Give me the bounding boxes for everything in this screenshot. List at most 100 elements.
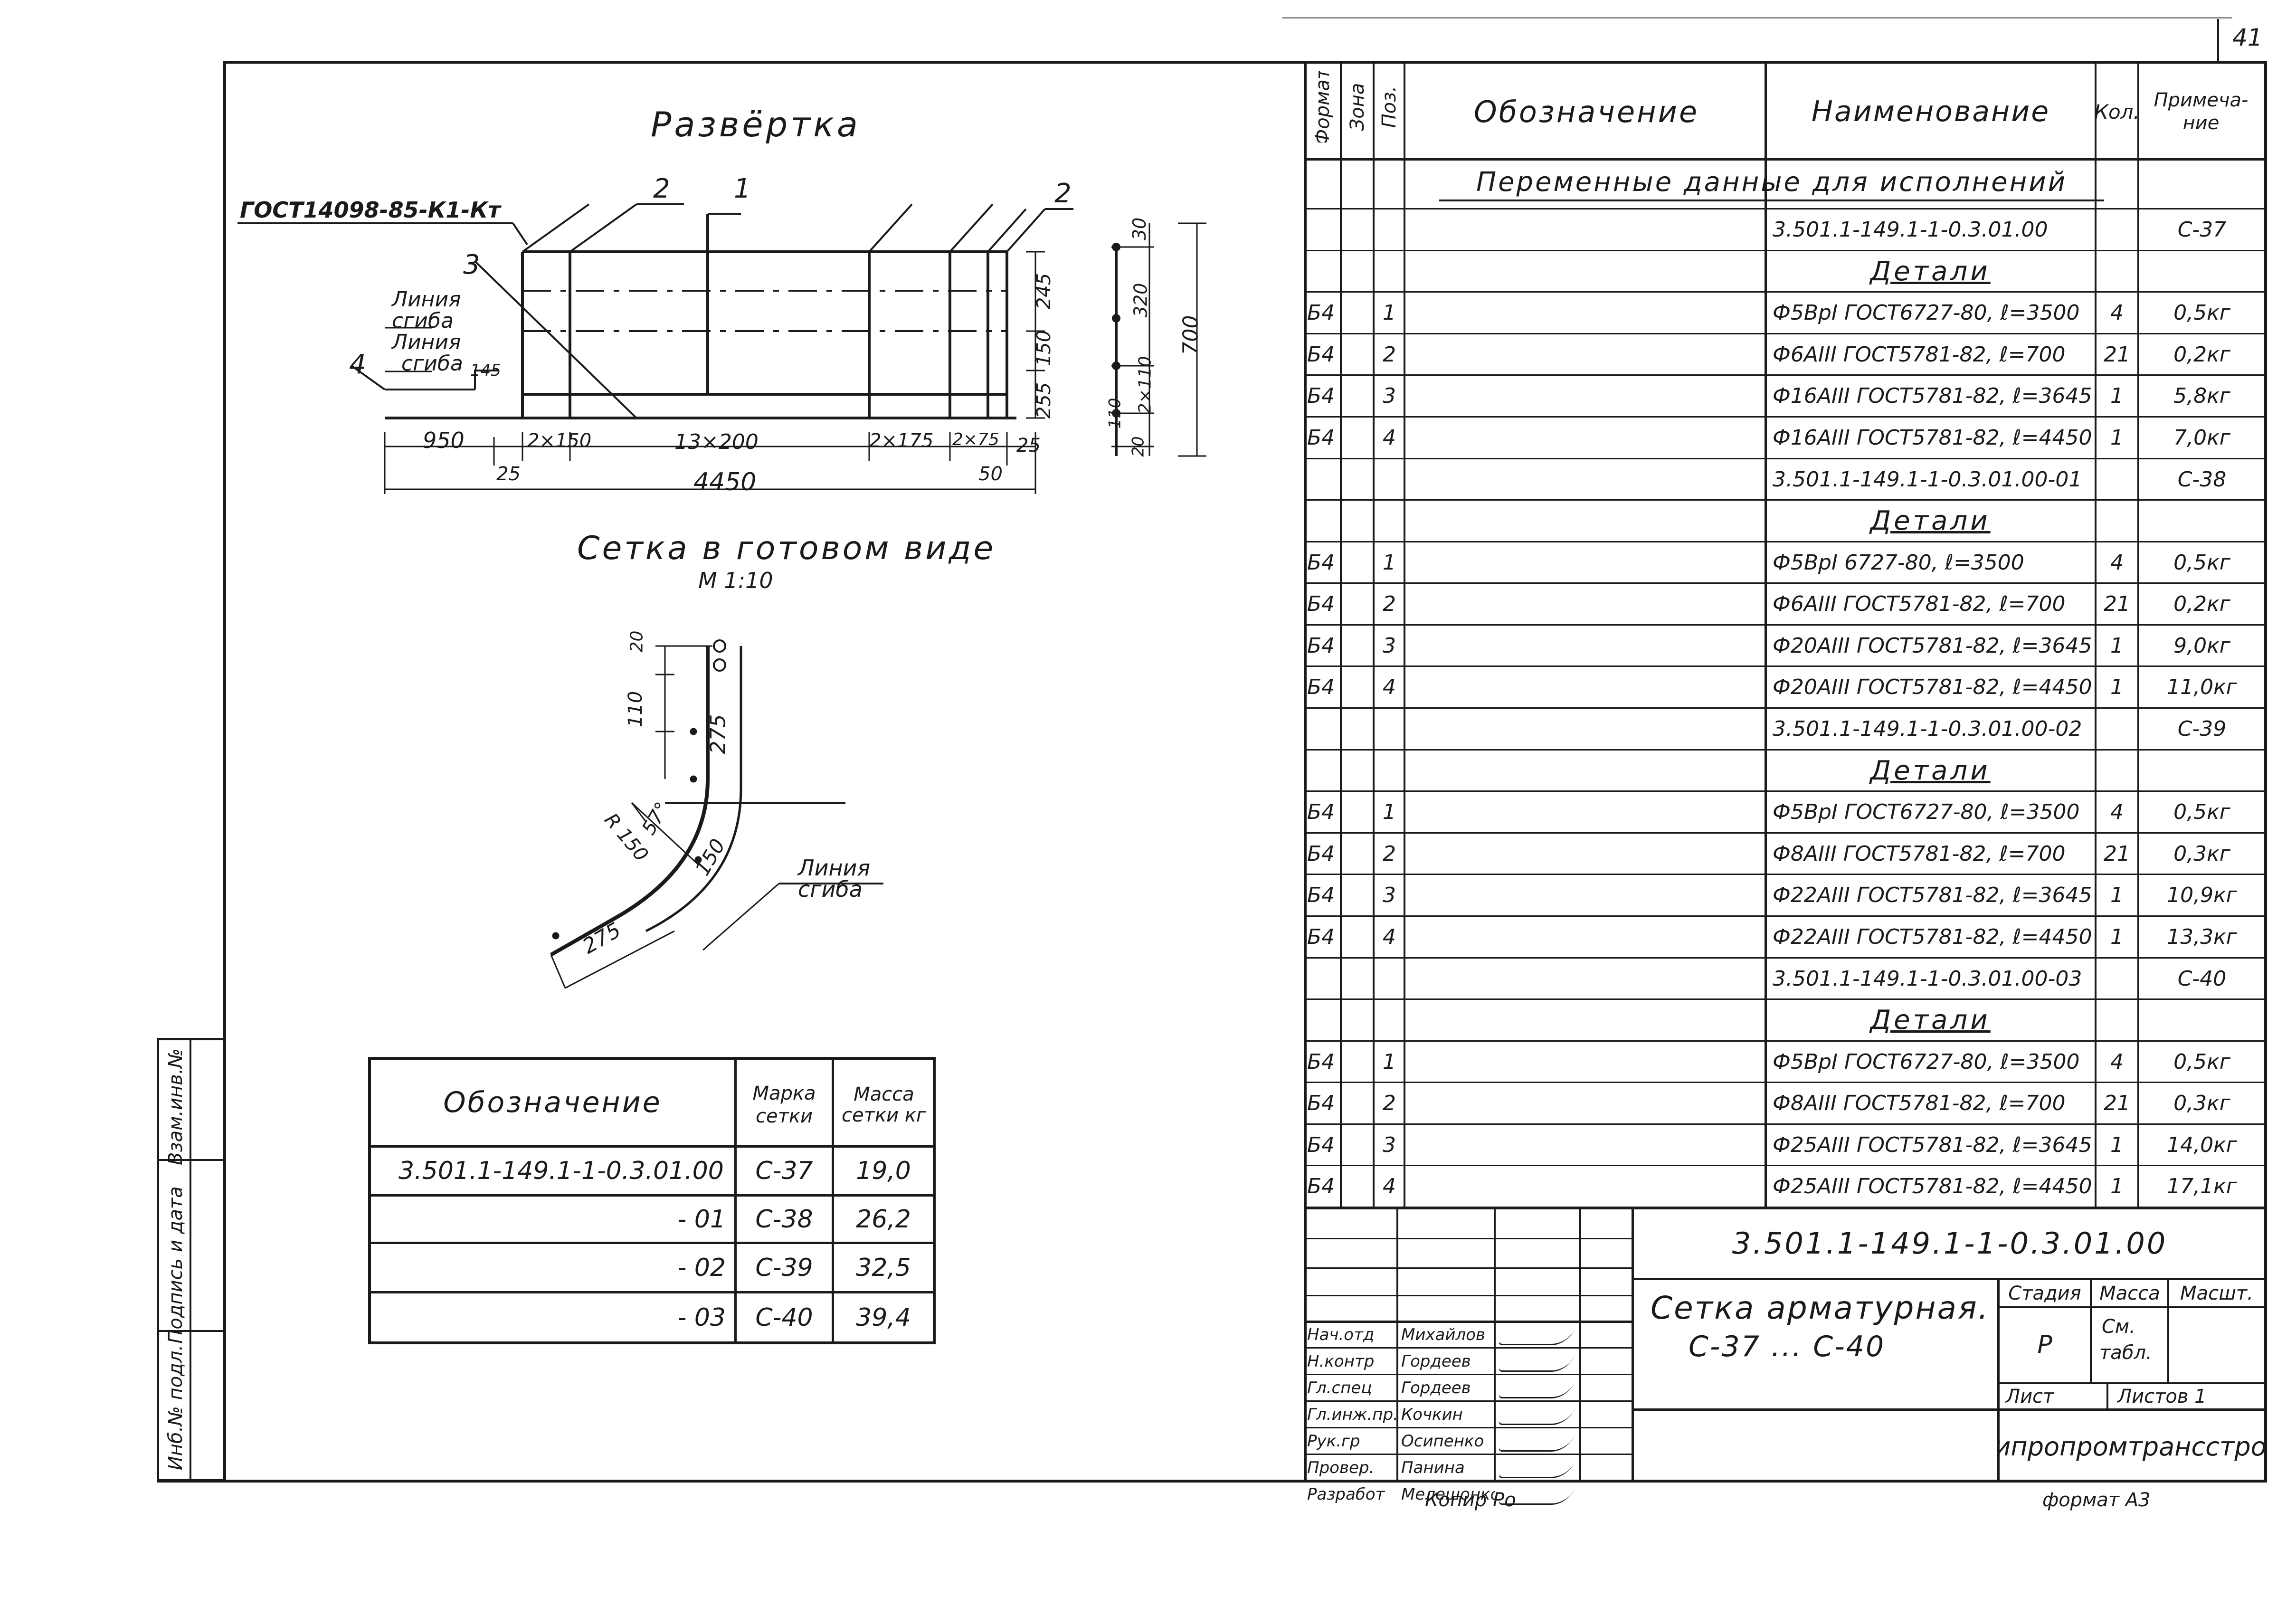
spec-row-format: Б4 [1307,1091,1335,1115]
spec-row-note: 0,5кг [2173,1049,2230,1074]
spec-row-note: 0,3кг [2173,1091,2230,1115]
tb-sheet-label: Лист [2006,1386,2054,1407]
spec-row-note: 0,3кг [2173,841,2230,866]
spec-row-pos [1374,708,1404,749]
mass-row-mark: С-40 [755,1303,813,1332]
spec-row-qty: 1 [2110,425,2124,450]
spec-row-pos [1374,999,1404,1040]
tb-person-name: Гордеев [1401,1378,1471,1397]
spec-row-name: Ф5ВрI ГОСТ6727-80, ℓ=3500 [1773,300,2080,325]
spec-row-pos [1374,209,1404,250]
frame-top [223,61,2267,64]
mass-table: Обозначение Марка сетки Масса сетки кг 3… [368,1057,936,1344]
spec-row-line [1304,915,2267,917]
side-dim-700: 700 [1178,315,1203,355]
tb-person-name: Гордеев [1401,1352,1471,1371]
tb-person-name: Кочкин [1401,1405,1463,1424]
spec-row-format: Б4 [1307,799,1335,824]
spec-row-name: 3.501.1-149.1-1-0.3.01.00-02 [1773,716,2082,741]
spec-row-format: Б4 [1307,1132,1335,1157]
spec-row-name: Ф8АIII ГОСТ5781-82, ℓ=700 [1773,841,2066,866]
spec-row-qty: 1 [2110,1132,2124,1157]
spec-row-pos: 1 [1383,300,1396,325]
mass-row-mark: С-37 [755,1157,813,1185]
pos-3-label: 3 [463,249,480,280]
mass-row-desig: 3.501.1-149.1-1-0.3.01.00 [398,1157,724,1185]
fin-bend-a: Линия [798,855,871,881]
spec-row-qty: 21 [2104,342,2130,367]
tb-person-role: Провер. [1307,1458,1375,1477]
spec-row-note: 0,5кг [2173,300,2230,325]
spec-row-note [2139,251,2265,292]
spec-row-name: Ф25АIII ГОСТ5781-82, ℓ=4450 [1773,1174,2092,1198]
spec-row-qty [2097,708,2137,749]
dim-150-vert: 150 [1033,330,1055,367]
tb-mass-label: Масса [2099,1283,2160,1304]
mass-header-mass: Масса сетки кг [842,1084,926,1126]
spec-row-line [1304,1040,2267,1042]
spec-row-note: 11,0кг [2167,675,2237,699]
dim-4450: 4450 [693,468,757,496]
spec-row-line [1304,208,2267,209]
spec-header-pos: Поз. [1378,86,1400,128]
dim-2x175: 2×175 [869,430,934,452]
spec-row-pos: 4 [1383,924,1396,949]
spec-row-qty: 21 [2104,1091,2130,1115]
spec-row-format: Б4 [1307,300,1335,325]
spec-row-pos [1374,251,1404,292]
tb-stage-label: Стадия [2008,1283,2081,1304]
dim-25-left: 25 [496,463,521,485]
spec-row-format [1305,999,1341,1040]
spec-row-line [1304,582,2267,584]
spec-row-line [1304,832,2267,834]
spec-header-note: Примеча-ние [2154,89,2249,134]
spec-row-format: Б4 [1307,425,1335,450]
spec-row-pos: 2 [1383,1091,1396,1115]
spec-row-pos: 2 [1383,342,1396,367]
fin-dim-20: 20 [627,630,647,653]
spec-row-heading: Детали [1870,505,1991,536]
margin-inv-subst: Взам.инв.№ [165,1048,187,1165]
spec-row-note [2139,750,2265,791]
spec-row-format [1305,708,1341,749]
spec-row-line [1304,416,2267,418]
spec-row-name: Ф16АIII ГОСТ5781-82, ℓ=4450 [1773,425,2092,450]
spec-row-name: Ф20АIII ГОСТ5781-82, ℓ=4450 [1773,675,2092,699]
spec-row-note: 0,2кг [2173,342,2230,367]
spec-row-qty: 1 [2110,1174,2124,1198]
spec-row-format: Б4 [1307,342,1335,367]
spec-row-line [1304,707,2267,709]
dim-2x150: 2×150 [527,430,592,452]
spec-row-pos: 1 [1383,799,1396,824]
mass-row-desig: - 01 [677,1205,726,1234]
spec-row-qty [2097,958,2137,999]
spec-row-note: С-37 [2177,217,2227,242]
mass-row-mark: С-38 [755,1205,813,1234]
spec-row-format: Б4 [1307,675,1335,699]
spec-row-name: 3.501.1-149.1-1-0.3.01.00-01 [1773,467,2082,492]
spec-row-name: Ф6АIII ГОСТ5781-82, ℓ=700 [1773,591,2066,616]
spec-row-pos: 2 [1383,841,1396,866]
mass-row-mark: С-39 [755,1253,813,1282]
tb-person-name: Мелешонкова [1401,1485,1495,1504]
mass-row-mass: 32,5 [856,1253,911,1282]
bend-line-1a: Линия [392,287,461,312]
spec-row-pos: 3 [1383,633,1396,658]
spec-row-note: С-38 [2177,467,2227,492]
spec-table [1304,61,2267,1208]
tb-person-name: Панина [1401,1458,1465,1477]
spec-row-pos: 2 [1383,591,1396,616]
fin-bend-b: сгиба [798,876,863,902]
side-dim-30: 30 [1129,217,1150,241]
spec-row-note: 10,9кг [2167,883,2237,907]
pos-2a-label: 2 [653,173,670,204]
tb-person-name: Михайлов [1401,1325,1486,1344]
spec-row-qty [2097,750,2137,791]
spec-row-format [1305,500,1341,541]
spec-row-note: 9,0кг [2173,633,2230,658]
spec-row-format [1305,251,1341,292]
spec-row-pos: 1 [1383,550,1396,575]
spec-row-qty: 21 [2104,591,2130,616]
format-label: формат А3 [2042,1489,2151,1511]
sheet-number: 41 [2232,24,2263,51]
